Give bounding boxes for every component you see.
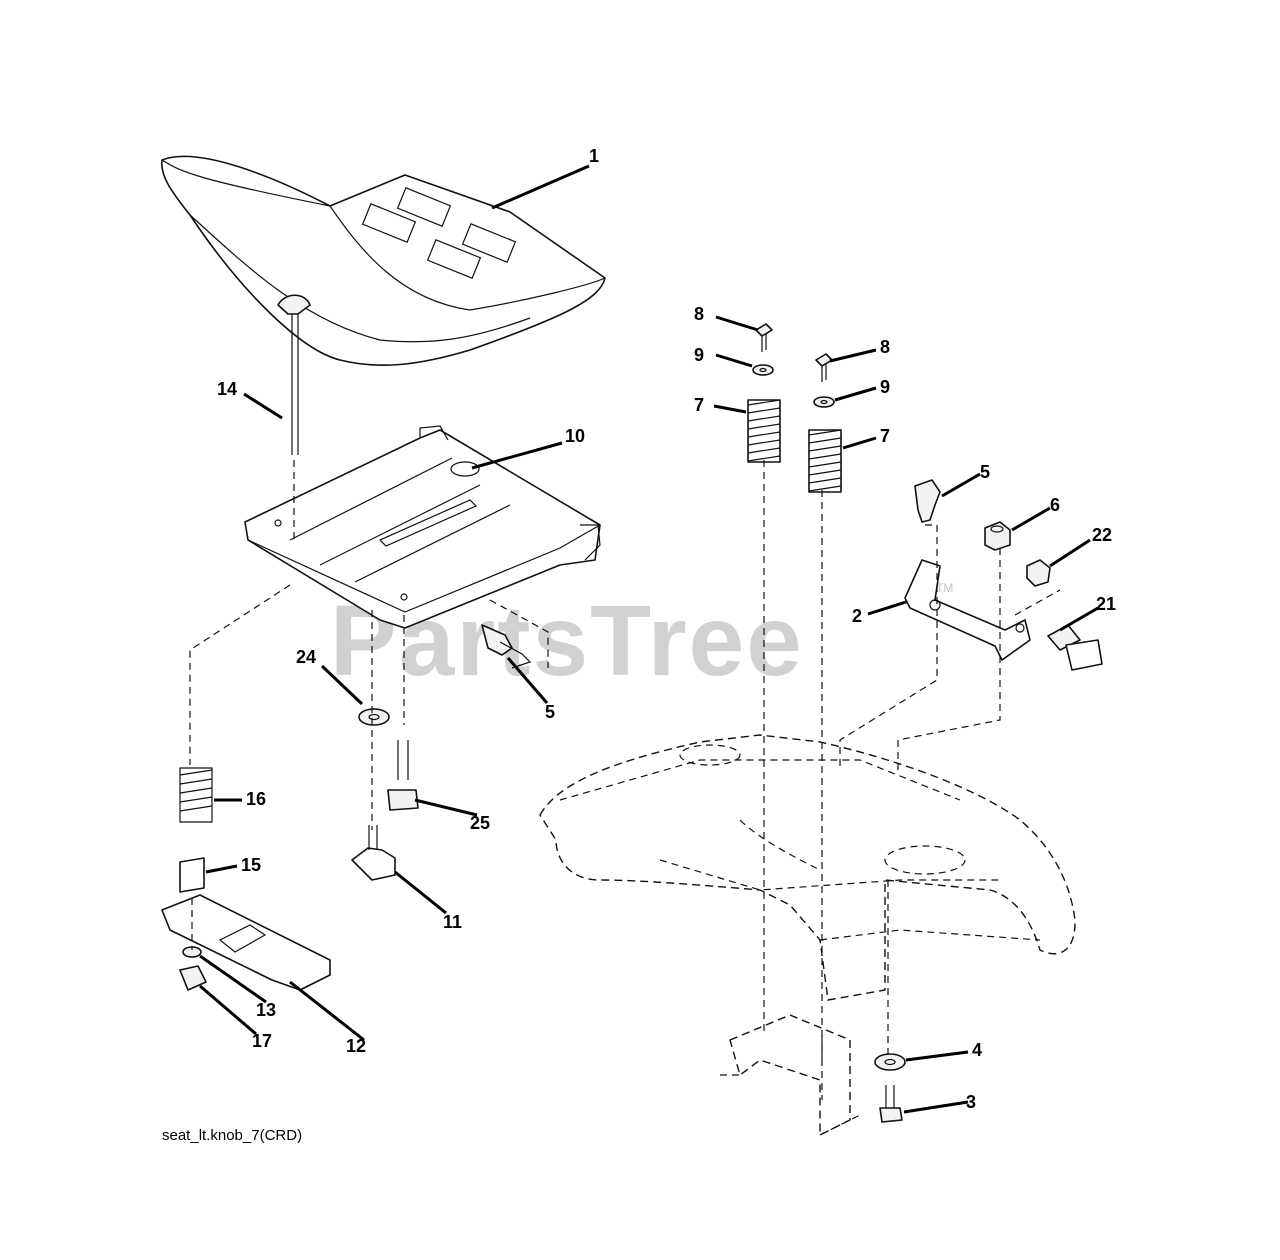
assembly-lines (189, 460, 1061, 1100)
callout-11: 11 (443, 912, 462, 932)
seat-pan (244, 425, 601, 629)
callout-3: 3 (966, 1092, 976, 1112)
callout-8-right: 8 (880, 337, 890, 357)
leader-lines (199, 164, 1099, 1114)
fender-frame (539, 734, 1076, 1137)
callout-24: 24 (296, 647, 316, 667)
bolts-washers-springs (747, 323, 842, 493)
callout-12: 12 (346, 1036, 366, 1056)
callout-14: 14 (217, 379, 237, 399)
callout-2: 2 (852, 606, 862, 626)
callout-10: 10 (565, 426, 585, 446)
callout-22: 22 (1092, 525, 1112, 545)
callout-4: 4 (972, 1040, 982, 1060)
callout-5-right: 5 (980, 462, 990, 482)
callout-8-left: 8 (694, 304, 704, 324)
callout-25: 25 (470, 813, 490, 833)
diagram-caption: seat_lt.knob_7(CRD) (162, 1127, 302, 1144)
callout-21: 21 (1096, 594, 1116, 614)
lower-hardware (161, 294, 532, 991)
callout-1: 1 (589, 146, 599, 166)
watermark-trademark: TM (936, 581, 953, 595)
callout-7-right: 7 (880, 426, 890, 446)
callout-13: 13 (256, 1000, 276, 1020)
callout-9-left: 9 (694, 345, 704, 365)
callout-9-right: 9 (880, 377, 890, 397)
callout-labels: 1 14 10 8 8 9 9 7 7 5 6 22 21 2 5 24 25 … (217, 146, 1116, 1112)
callout-7-left: 7 (694, 395, 704, 415)
pivot-bracket (904, 479, 1103, 671)
washer-and-bolt (874, 1053, 906, 1123)
callout-5-left: 5 (545, 702, 555, 722)
callout-16: 16 (246, 789, 266, 809)
callout-15: 15 (241, 855, 261, 875)
callout-6: 6 (1050, 495, 1060, 515)
callout-17: 17 (252, 1031, 272, 1051)
